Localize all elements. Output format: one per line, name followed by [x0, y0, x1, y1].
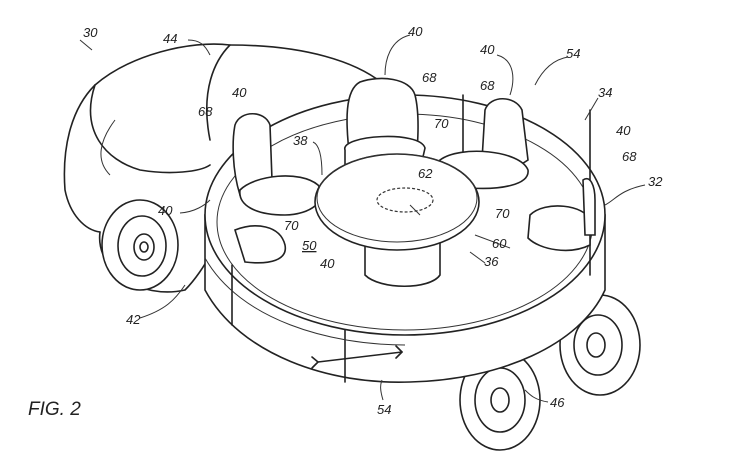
label-60: 60 — [492, 236, 507, 251]
label-68-far-right: 68 — [622, 149, 637, 164]
seat-far-right — [527, 178, 596, 252]
label-46: 46 — [550, 395, 565, 410]
display-area — [376, 187, 434, 213]
label-40-center: 40 — [408, 24, 423, 39]
label-32: 32 — [648, 174, 663, 189]
label-70-left: 70 — [284, 218, 299, 233]
front-wheel — [101, 199, 179, 291]
label-68-center: 68 — [422, 70, 437, 85]
label-38: 38 — [293, 133, 308, 148]
label-50: 50 — [302, 238, 317, 253]
label-68-right: 68 — [480, 78, 495, 93]
label-40-far-right: 40 — [616, 123, 631, 138]
seat-bottom-left — [234, 225, 286, 264]
label-40-right: 40 — [480, 42, 495, 57]
label-34: 34 — [598, 85, 612, 100]
label-30: 30 — [83, 25, 98, 40]
leader-lines — [79, 34, 646, 403]
label-40-far-left: 40 — [158, 203, 173, 218]
figure-label: FIG. 2 — [28, 399, 81, 420]
reference-labels: 30 44 40 40 54 40 68 68 68 34 40 38 70 6… — [28, 24, 663, 420]
label-54-top: 54 — [566, 46, 580, 61]
seat-left — [232, 112, 323, 216]
label-70-right: 70 — [495, 206, 510, 221]
label-44: 44 — [163, 31, 177, 46]
label-40-left: 40 — [232, 85, 247, 100]
label-42: 42 — [126, 312, 141, 327]
label-70-top: 70 — [434, 116, 449, 131]
label-40-bottom: 40 — [320, 256, 335, 271]
label-68-left: 68 — [198, 104, 213, 119]
label-62: 62 — [418, 166, 433, 181]
label-54-bottom: 54 — [377, 402, 391, 417]
table — [314, 153, 480, 288]
label-36: 36 — [484, 254, 499, 269]
